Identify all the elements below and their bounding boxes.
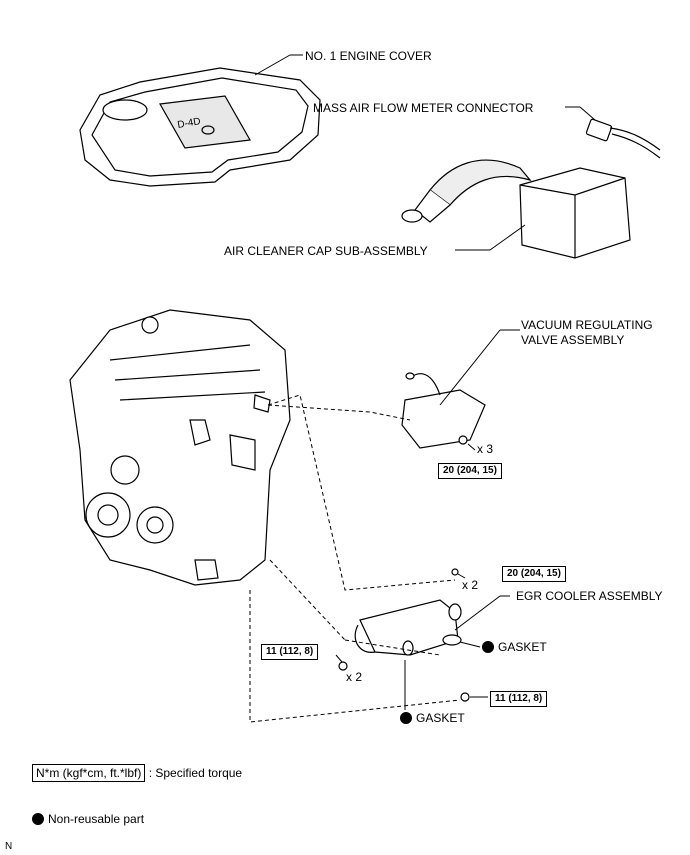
engine-illustration	[69, 309, 291, 586]
maf-connector-illustration	[585, 118, 661, 159]
non-reusable-dot-icon	[32, 813, 44, 825]
air-cleaner-cap-illustration	[401, 159, 631, 259]
footer-code: N	[5, 841, 13, 852]
legend-torque-unit: N*m (kgf*cm, ft.*lbf)	[32, 764, 146, 782]
egr-cooler-illustration	[338, 568, 470, 702]
legend-non-reusable-text: Non-reusable part	[48, 812, 145, 826]
torque-egr-upper: 20 (204, 15)	[502, 566, 566, 582]
label-engine-cover: NO. 1 ENGINE COVER	[305, 49, 432, 63]
label-gasket-lower: GASKET	[400, 711, 465, 725]
label-vacuum-valve-line1: VACUUM REGULATING	[521, 318, 653, 332]
engine-cover-illustration: D-4D	[79, 67, 321, 187]
qty-egr-left: x 2	[346, 670, 363, 684]
cover-badge-text: D-4D	[177, 116, 202, 131]
torque-egr-left: 11 (112, 8)	[261, 644, 319, 660]
dashed-leaders	[249, 394, 461, 723]
label-vacuum-valve-line2: VALVE ASSEMBLY	[521, 333, 625, 347]
label-air-cleaner-cap: AIR CLEANER CAP SUB-ASSEMBLY	[224, 244, 428, 258]
gasket-upper-text: GASKET	[498, 640, 547, 654]
label-gasket-upper: GASKET	[482, 640, 547, 654]
non-reusable-dot-icon	[400, 712, 412, 724]
vacuum-valve-illustration	[401, 372, 486, 449]
torque-valve-bolts: 20 (204, 15)	[438, 463, 502, 479]
label-egr-cooler: EGR COOLER ASSEMBLY	[516, 589, 663, 603]
torque-egr-lower: 11 (112, 8)	[490, 691, 548, 707]
gasket-lower-text: GASKET	[416, 711, 465, 725]
legend-non-reusable: Non-reusable part	[32, 812, 144, 826]
legend-torque: N*m (kgf*cm, ft.*lbf) : Specified torque	[32, 764, 243, 782]
non-reusable-dot-icon	[482, 641, 494, 653]
legend-torque-desc: : Specified torque	[148, 766, 243, 780]
label-maf-connector: MASS AIR FLOW METER CONNECTOR	[313, 101, 534, 115]
qty-egr-upper: x 2	[462, 578, 479, 592]
qty-valve-bolts: x 3	[477, 442, 494, 456]
